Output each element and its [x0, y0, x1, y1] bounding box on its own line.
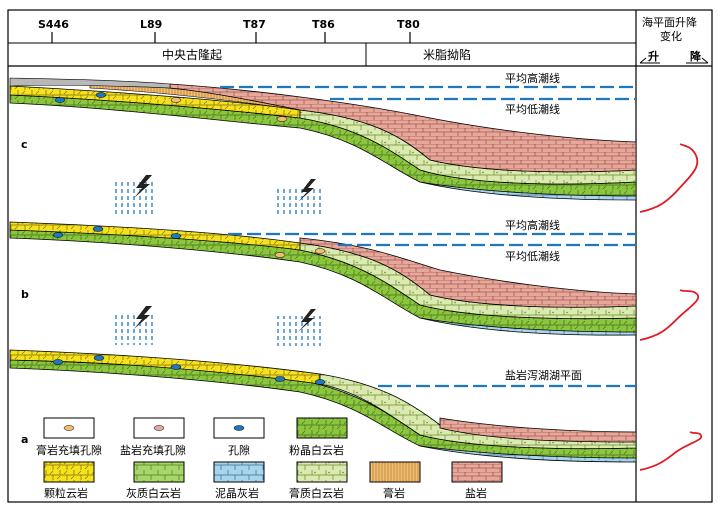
salt-pore-icon: [153, 425, 165, 431]
well-labels: S446 L89 T87 T86 T80: [38, 18, 420, 43]
figure-frame: [7, 9, 713, 503]
region-label-depression: 米脂拗陷: [423, 47, 471, 62]
legend-label-grain-dolomite: 颗粒云岩: [44, 486, 88, 500]
legend-label-gypsum-rock: 膏岩: [383, 486, 405, 500]
sea-level-title: 海平面升降: [642, 15, 697, 29]
pore-icon: [233, 425, 245, 431]
panel-a-lagoon-level-label: 盐岩泻湖湖平面: [505, 368, 582, 382]
panel-c-sea-level-curve: [639, 143, 699, 213]
panel-b-lightning-icon: [134, 306, 152, 329]
panel-c-rain-icon: [113, 182, 157, 214]
panel-c-pore-icon: [95, 92, 107, 98]
legend-swatch-powder-dolomite: [296, 417, 348, 439]
panel-c-rain-icon: [274, 186, 322, 216]
legend-label-micrite-limestone: 泥晶灰岩: [215, 486, 259, 500]
legend-label-salt-rock: 盐岩: [465, 486, 487, 500]
well-label-l89: L89: [140, 18, 162, 31]
panel-a-salt-layer: [439, 417, 637, 443]
panel-c-pore-icon: [54, 97, 66, 103]
legend-label-lime-dolomite: 灰质白云岩: [126, 486, 181, 500]
panel-b: 平均高潮线 平均低潮线 b: [9, 218, 700, 346]
panel-c-letter: c: [21, 138, 28, 151]
region-label-uplift: 中央古隆起: [162, 47, 222, 62]
sea-level-rise-label: 升: [648, 49, 659, 63]
legend: 膏岩充填孔隙 盐岩充填孔隙 孔隙 粉晶白云岩 颗粒云岩 灰质白云岩 泥晶灰岩 膏…: [36, 417, 503, 500]
panel-b-pore-icon: [170, 233, 182, 239]
panel-c-salt-layer: [169, 83, 637, 173]
panel-b-salt-layer: [299, 237, 637, 308]
panel-a-pore-icon: [314, 379, 326, 385]
legend-swatch-salt-rock: [451, 461, 503, 483]
panel-b-rain-icon: [113, 313, 157, 345]
legend-label-gypsum-pore: 膏岩充填孔隙: [36, 443, 102, 457]
legend-swatch-lime-dolomite: [133, 461, 185, 483]
panel-c-cap-layer: [9, 77, 171, 89]
fall-arrow-icon: [686, 57, 709, 64]
panel-c-lightning-icon: [134, 175, 152, 198]
panel-b-pore-icon: [92, 226, 104, 232]
legend-label-powder-dolomite: 粉晶白云岩: [289, 443, 344, 457]
legend-swatch-gypsum-dolomite: [296, 461, 348, 483]
panel-c-pore-icon: [276, 116, 288, 122]
legend-swatch-gypsum-rock: [369, 461, 421, 483]
panel-c-lightning-icon: [298, 179, 316, 202]
panel-a-pore-icon: [170, 364, 182, 370]
legend-swatch-micrite-limestone: [213, 461, 265, 483]
well-label-t86: T86: [312, 18, 335, 31]
panel-b-low-tide-label: 平均低潮线: [505, 249, 560, 263]
legend-label-pore: 孔隙: [228, 443, 250, 457]
panel-b-pore-icon: [274, 252, 286, 258]
panel-c: 平均高潮线 平均低潮线 c: [9, 71, 699, 216]
panel-a-letter: a: [21, 433, 28, 446]
panel-c-pore-icon: [170, 97, 182, 103]
legend-label-salt-pore: 盐岩充填孔隙: [120, 443, 186, 457]
well-label-t87: T87: [243, 18, 266, 31]
sea-level-subtitle: 变化: [660, 29, 682, 43]
panel-b-sea-level-curve: [639, 289, 700, 341]
legend-swatch-grain-dolomite: [43, 461, 95, 483]
panel-c-high-tide-label: 平均高潮线: [505, 71, 560, 85]
panel-b-pore-icon: [314, 248, 326, 254]
panel-b-pore-icon: [52, 232, 64, 238]
panel-a-sea-level-curve: [639, 431, 703, 471]
panel-a-pore-icon: [52, 359, 64, 365]
panel-a: 盐岩泻湖湖平面 a: [9, 349, 703, 471]
panel-b-lightning-icon: [298, 309, 316, 332]
well-label-s446: S446: [38, 18, 69, 31]
rise-arrow-icon: [639, 57, 660, 64]
sea-level-fall-label: 降: [690, 49, 702, 63]
well-label-t80: T80: [397, 18, 420, 31]
panel-c-low-tide-label: 平均低潮线: [505, 102, 560, 116]
gypsum-pore-icon: [63, 425, 75, 431]
panel-b-high-tide-label: 平均高潮线: [505, 218, 560, 232]
legend-label-gypsum-dolomite: 膏质白云岩: [289, 486, 344, 500]
panel-a-pore-icon: [93, 355, 105, 361]
panel-b-rain-icon: [274, 316, 322, 346]
panel-b-letter: b: [21, 288, 29, 301]
panel-a-pore-icon: [274, 376, 286, 382]
